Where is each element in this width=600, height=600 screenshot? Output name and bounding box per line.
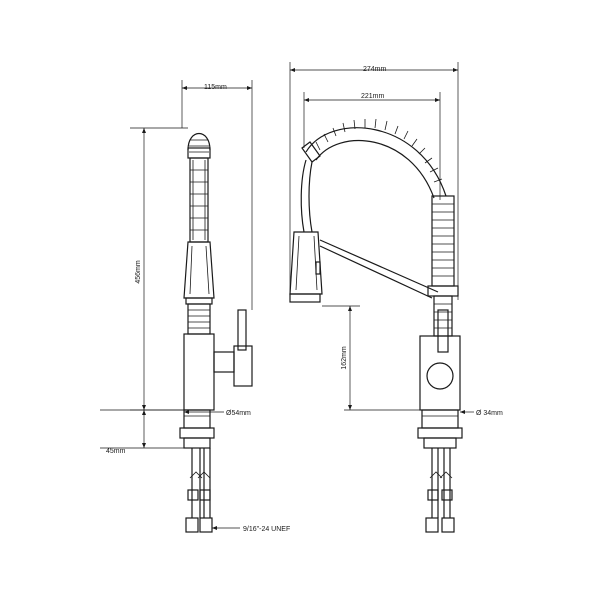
side-hose-column — [189, 157, 209, 243]
label-221mm: 221mm — [361, 93, 385, 100]
side-body — [183, 309, 253, 411]
label-54mm: Ø54mm — [226, 410, 251, 417]
dim-221mm — [303, 92, 441, 200]
dim-45mm — [100, 409, 184, 449]
side-base — [179, 409, 215, 449]
front-spray-head — [289, 231, 323, 303]
front-body — [419, 335, 461, 411]
side-spray-head — [183, 241, 215, 305]
front-view: 274mm 221mm 162mm Ø 34mm — [289, 62, 503, 533]
label-45mm: 45mm — [106, 448, 126, 455]
dim-162mm — [322, 305, 420, 411]
front-hose — [300, 159, 313, 233]
side-connector — [187, 303, 211, 335]
dim-115mm — [181, 80, 253, 310]
dim-274mm — [289, 62, 459, 300]
label-274mm: 274mm — [363, 66, 387, 73]
front-connector — [433, 295, 453, 353]
front-base — [417, 409, 463, 449]
front-collar — [427, 285, 459, 297]
side-view: 115mm 456mm Ø54mm 45mm 9/16"-24 UNEF — [100, 80, 290, 533]
dim-thread-leader — [212, 526, 240, 530]
front-supply-hoses — [425, 448, 455, 533]
front-holder-arm — [319, 239, 439, 299]
front-spring-coil — [301, 118, 455, 287]
label-115mm: 115mm — [204, 84, 227, 91]
side-spring-coil — [187, 133, 211, 159]
label-162mm: 162mm — [341, 346, 348, 370]
label-thread: 9/16"-24 UNEF — [243, 526, 290, 533]
dim-54mm — [184, 410, 224, 414]
dim-34mm — [460, 410, 474, 414]
label-34mm: Ø 34mm — [476, 410, 503, 417]
side-supply-hoses — [185, 448, 213, 533]
label-456mm: 456mm — [135, 260, 142, 284]
